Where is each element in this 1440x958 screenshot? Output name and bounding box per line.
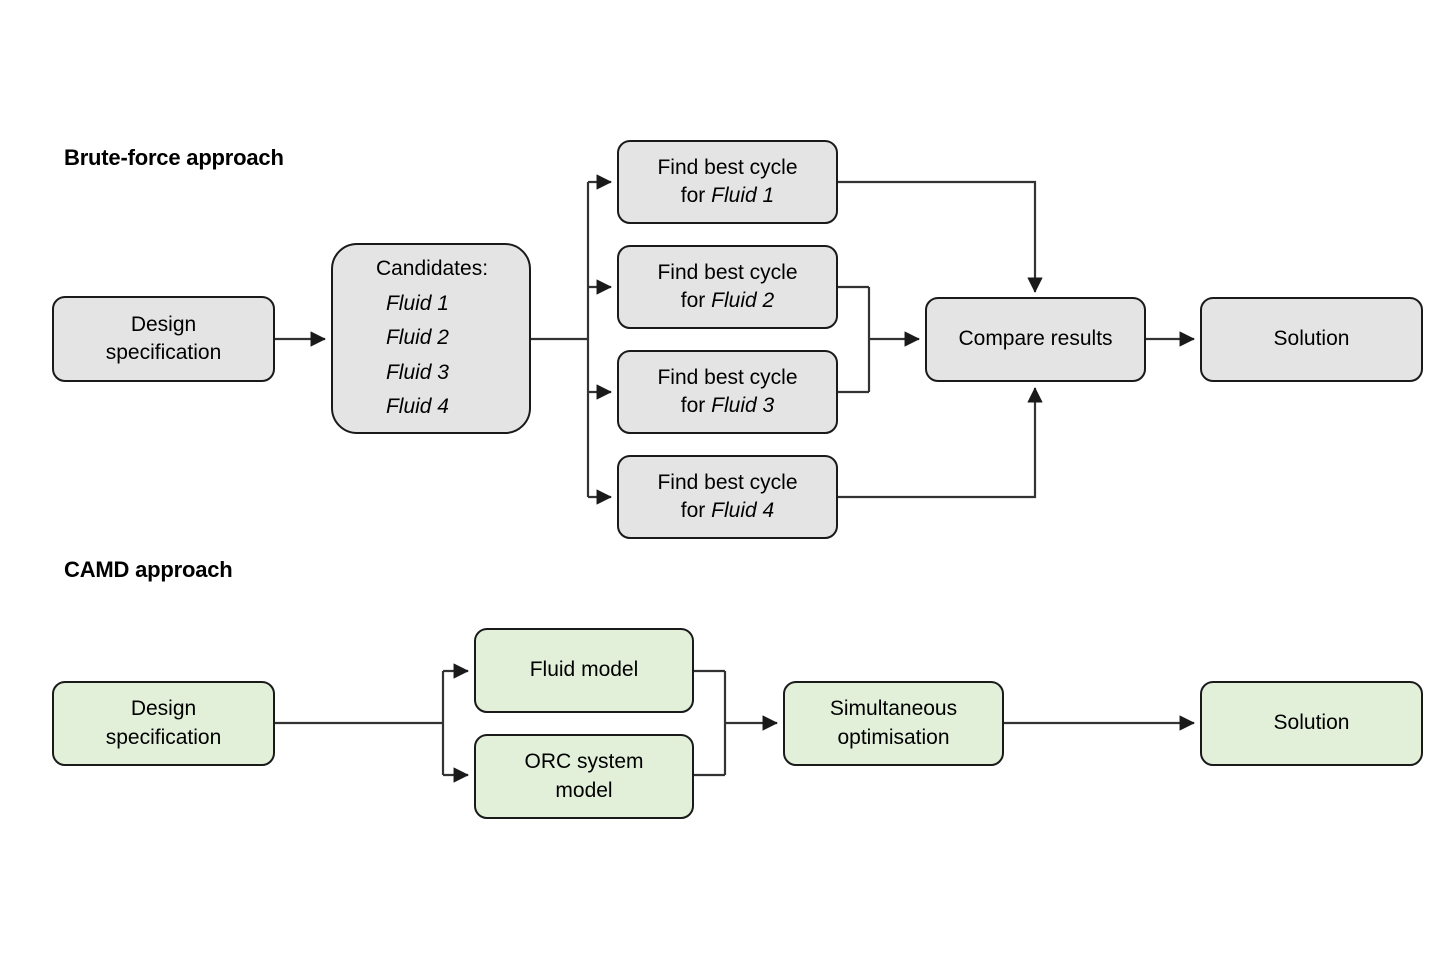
node-fluid-model[interactable]: Fluid model (474, 628, 694, 713)
node-label-line1: Simultaneous (829, 697, 958, 721)
node-label: Find best cycle for Fluid 3 (657, 364, 797, 421)
node-solution-camd[interactable]: Solution (1200, 681, 1423, 766)
node-label-line2: for Fluid 2 (657, 287, 797, 315)
node-label-line1: Find best cycle (657, 155, 798, 179)
node-label: Find best cycle for Fluid 2 (657, 259, 797, 316)
candidates-list: Candidates: Fluid 1 Fluid 2 Fluid 3 Flui… (374, 252, 488, 424)
node-label: ORC system model (524, 748, 643, 805)
node-design-specification-camd[interactable]: Design specification (52, 681, 275, 766)
node-label-line1: Find best cycle (657, 365, 798, 389)
node-find-best-cycle-fluid-3[interactable]: Find best cycle for Fluid 3 (617, 350, 838, 434)
candidate-item-1: Fluid 1 (385, 291, 449, 315)
node-candidates[interactable]: Candidates: Fluid 1 Fluid 2 Fluid 3 Flui… (331, 243, 531, 434)
node-label-line2: for Fluid 3 (657, 392, 797, 420)
node-label: Fluid model (529, 658, 639, 682)
node-design-specification-brute[interactable]: Design specification (52, 296, 275, 382)
node-find-best-cycle-fluid-2[interactable]: Find best cycle for Fluid 2 (617, 245, 838, 329)
node-label-line2: specification (105, 725, 222, 749)
node-simultaneous-optimisation[interactable]: Simultaneous optimisation (783, 681, 1004, 766)
node-label: Find best cycle for Fluid 4 (657, 469, 797, 526)
node-solution-brute[interactable]: Solution (1200, 297, 1423, 382)
for-word: for (680, 394, 706, 417)
fluid-name: Fluid 4 (711, 499, 775, 522)
section-title-brute-force: Brute-force approach (64, 145, 284, 170)
edge-cycle1-to-compare (838, 180, 1043, 293)
candidates-heading: Candidates: (375, 257, 489, 281)
node-label: Design specification (106, 311, 222, 368)
node-orc-system-model[interactable]: ORC system model (474, 734, 694, 819)
node-label-line2: for Fluid 1 (657, 182, 797, 210)
node-label: Compare results (958, 327, 1113, 351)
node-label-line1: Design (130, 312, 197, 336)
node-label-line1: ORC system (524, 750, 644, 774)
node-label: Find best cycle for Fluid 1 (657, 154, 797, 211)
node-find-best-cycle-fluid-4[interactable]: Find best cycle for Fluid 4 (617, 455, 838, 539)
for-word: for (680, 499, 706, 522)
candidate-item-3: Fluid 3 (385, 360, 449, 384)
for-word: for (680, 184, 706, 207)
fluid-name: Fluid 3 (711, 394, 775, 417)
edge-cycle4-to-compare (838, 387, 1043, 499)
node-label-line1: Find best cycle (657, 260, 798, 284)
candidate-item-2: Fluid 2 (385, 326, 449, 350)
node-label-line2: specification (105, 341, 222, 364)
fluid-name: Fluid 1 (711, 184, 775, 207)
node-find-best-cycle-fluid-1[interactable]: Find best cycle for Fluid 1 (617, 140, 838, 224)
node-label: Solution (1273, 327, 1350, 351)
for-word: for (680, 289, 706, 312)
candidate-item-4: Fluid 4 (385, 395, 449, 419)
fluid-name: Fluid 2 (711, 289, 775, 312)
node-label-line1: Find best cycle (657, 470, 798, 494)
section-title-camd: CAMD approach (64, 557, 233, 582)
node-label-line2: optimisation (837, 725, 950, 749)
node-compare-results[interactable]: Compare results (925, 297, 1146, 382)
node-label: Simultaneous optimisation (830, 695, 957, 752)
node-label: Solution (1273, 711, 1350, 735)
node-label-line2: for Fluid 4 (657, 497, 797, 525)
node-label-line2: model (555, 778, 613, 802)
node-label-line1: Design (130, 697, 197, 721)
node-label: Design specification (106, 695, 222, 752)
